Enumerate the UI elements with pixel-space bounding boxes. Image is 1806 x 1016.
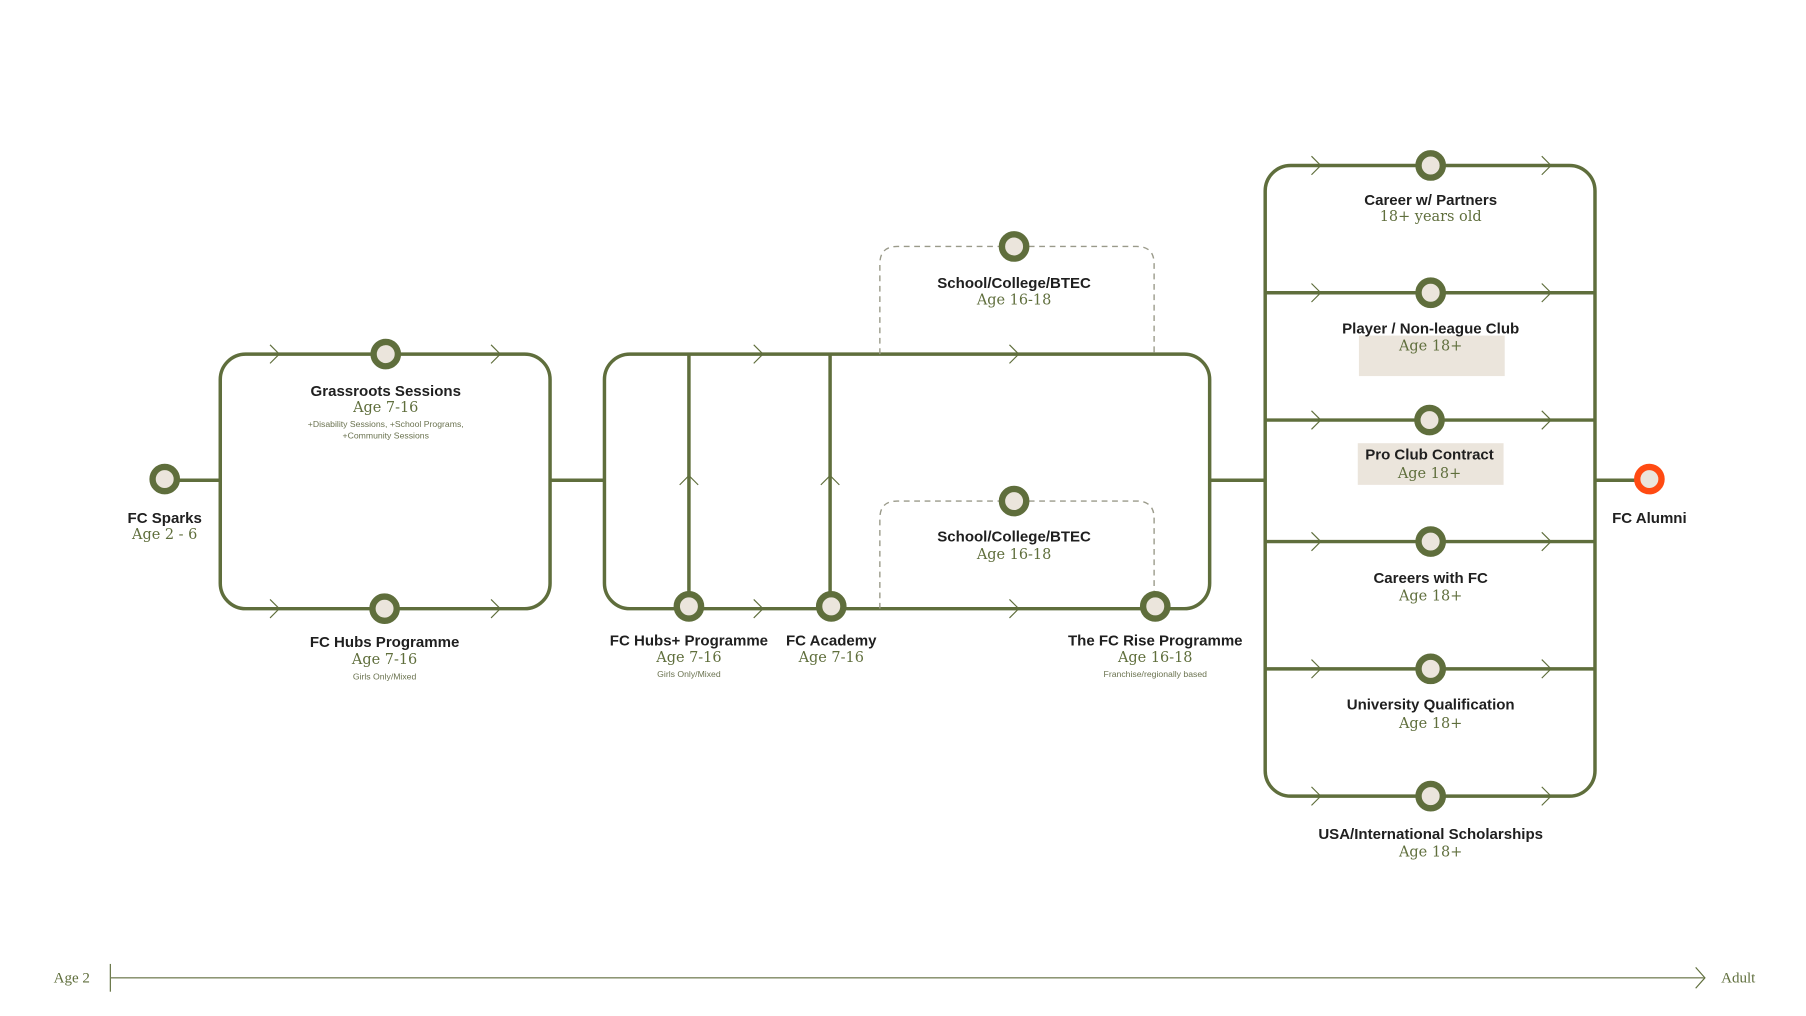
school-top-title: School/College/BTEC: [937, 275, 1091, 292]
chevron-right-icon: [753, 344, 764, 364]
pro-club-title: Pro Club Contract: [1365, 446, 1494, 463]
node-academy[interactable]: [815, 591, 847, 622]
hubs-age: Age 7-16: [351, 652, 417, 668]
grassroots-title: Grassroots Sessions: [311, 383, 461, 400]
node-sparks[interactable]: [149, 463, 181, 495]
node-rise[interactable]: [1139, 591, 1171, 622]
chevron-right-icon: [1009, 344, 1020, 364]
chevron-right-icon: [1541, 283, 1552, 303]
hubs-plus-note: Girls Only/Mixed: [657, 669, 721, 679]
rise-note: Franchise/regionally based: [1104, 669, 1208, 679]
hubs-title: FC Hubs Programme: [310, 634, 460, 651]
sparks-title: FC Sparks: [128, 510, 202, 527]
chevron-right-icon: [1009, 599, 1020, 619]
career-partners-title: Career w/ Partners: [1364, 192, 1497, 209]
chevron-right-icon: [1311, 283, 1322, 303]
dashed-box-school-top: [879, 245, 1155, 355]
hubs-plus-age: Age 7-16: [655, 650, 721, 666]
school-top-age: Age 16-18: [976, 292, 1052, 308]
node-hubs-plus[interactable]: [673, 591, 705, 622]
dashed-box-school-bottom: [879, 500, 1155, 609]
node-usa[interactable]: [1415, 780, 1447, 812]
axis-end-label: Adult: [1721, 970, 1756, 986]
sparks-age: Age 2 - 6: [131, 527, 197, 543]
arrow-icons: [269, 155, 1552, 806]
chevron-up-icon: [820, 474, 840, 486]
hubs-plus-title: FC Hubs+ Programme: [610, 633, 768, 650]
usa-age: Age 18+: [1398, 844, 1462, 860]
node-careers-fc[interactable]: [1415, 526, 1447, 557]
node-school-top[interactable]: [998, 231, 1030, 262]
node-university[interactable]: [1415, 653, 1447, 685]
node-career-partners[interactable]: [1415, 150, 1447, 181]
academy-title: FC Academy: [786, 633, 877, 650]
grassroots-note: +Disability Sessions, +School Programs,: [308, 419, 464, 429]
rise-title: The FC Rise Programme: [1068, 633, 1243, 650]
chevron-right-icon: [1541, 659, 1552, 679]
chevron-up-icon: [679, 474, 699, 486]
chevron-right-icon: [1541, 531, 1552, 552]
player-highlight: [1358, 335, 1505, 377]
school-bottom-age: Age 16-18: [976, 547, 1052, 563]
usa-title: USA/International Scholarships: [1318, 826, 1543, 843]
chevron-right-icon: [1311, 155, 1322, 176]
chevron-right-icon: [269, 344, 281, 364]
node-player-nonleague[interactable]: [1415, 277, 1447, 309]
academy-age: Age 7-16: [798, 650, 864, 666]
node-hubs[interactable]: [369, 593, 400, 625]
alumni-title: FC Alumni: [1612, 510, 1687, 527]
chevron-right-icon: [490, 344, 502, 364]
chevron-right-icon: [1311, 531, 1322, 552]
grassroots-note: +Community Sessions: [343, 431, 430, 441]
age-timeline: Age 2 Adult: [54, 963, 1756, 992]
grassroots-age: Age 7-16: [352, 400, 418, 416]
chevron-right-icon: [1311, 659, 1322, 679]
node-grassroots[interactable]: [370, 338, 402, 370]
careers-fc-title: Careers with FC: [1373, 570, 1488, 587]
hubs-note: Girls Only/Mixed: [353, 671, 417, 681]
university-age: Age 18+: [1398, 716, 1462, 732]
chevron-right-icon: [1311, 786, 1322, 806]
chevron-right-icon: [1541, 155, 1552, 176]
player-nonleague-age: Age 18+: [1398, 339, 1462, 355]
chevron-right-icon: [1541, 410, 1552, 430]
player-nonleague-title: Player / Non-league Club: [1342, 320, 1519, 337]
node-school-bottom[interactable]: [998, 485, 1030, 517]
pro-club-highlight: [1357, 443, 1504, 485]
career-partners-age: 18+ years old: [1380, 209, 1482, 225]
chevron-right-icon: [753, 599, 764, 619]
careers-fc-age: Age 18+: [1398, 589, 1462, 605]
axis-start-label: Age 2: [54, 970, 90, 986]
axis-arrow-icon: [1695, 967, 1706, 989]
chevron-right-icon: [1541, 786, 1552, 806]
chevron-right-icon: [490, 599, 502, 619]
node-pro-club[interactable]: [1414, 404, 1445, 436]
rise-age: Age 16-18: [1117, 650, 1193, 666]
node-alumni[interactable]: [1634, 463, 1665, 495]
chevron-right-icon: [1311, 410, 1322, 430]
university-title: University Qualification: [1347, 696, 1515, 713]
school-bottom-title: School/College/BTEC: [937, 529, 1091, 546]
chevron-right-icon: [269, 599, 281, 619]
pro-club-age: Age 18+: [1397, 466, 1461, 482]
